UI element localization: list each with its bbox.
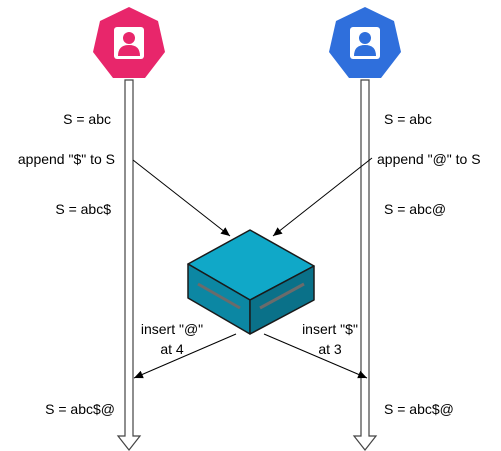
server-op-to-right-line2: at 3 — [318, 341, 342, 357]
server-to-right-arrow — [263, 333, 368, 379]
left-state-1: S = abc — [63, 111, 111, 127]
server-op-to-right-line1: insert "$" — [302, 321, 358, 337]
right-operation: append "@" to S — [377, 151, 481, 167]
right-state-2: S = abc@ — [384, 201, 447, 217]
left-operation: append "$" to S — [17, 151, 115, 167]
server-op-to-left-line1: insert "@" — [140, 321, 204, 337]
user-icon — [329, 7, 401, 78]
server-op-to-left-line2: at 4 — [160, 341, 184, 357]
left-op-arrow — [132, 159, 231, 237]
left-state-2: S = abc$ — [55, 201, 111, 217]
right-state-3: S = abc$@ — [384, 401, 454, 417]
right-op-arrow — [272, 157, 373, 237]
server-icon — [187, 229, 315, 335]
right-state-1: S = abc — [384, 111, 432, 127]
right-lifeline — [352, 79, 378, 451]
server-to-left-arrow — [133, 333, 237, 379]
left-lifeline — [116, 79, 142, 451]
left-state-3: S = abc$@ — [45, 401, 115, 417]
user-icon — [93, 7, 165, 78]
